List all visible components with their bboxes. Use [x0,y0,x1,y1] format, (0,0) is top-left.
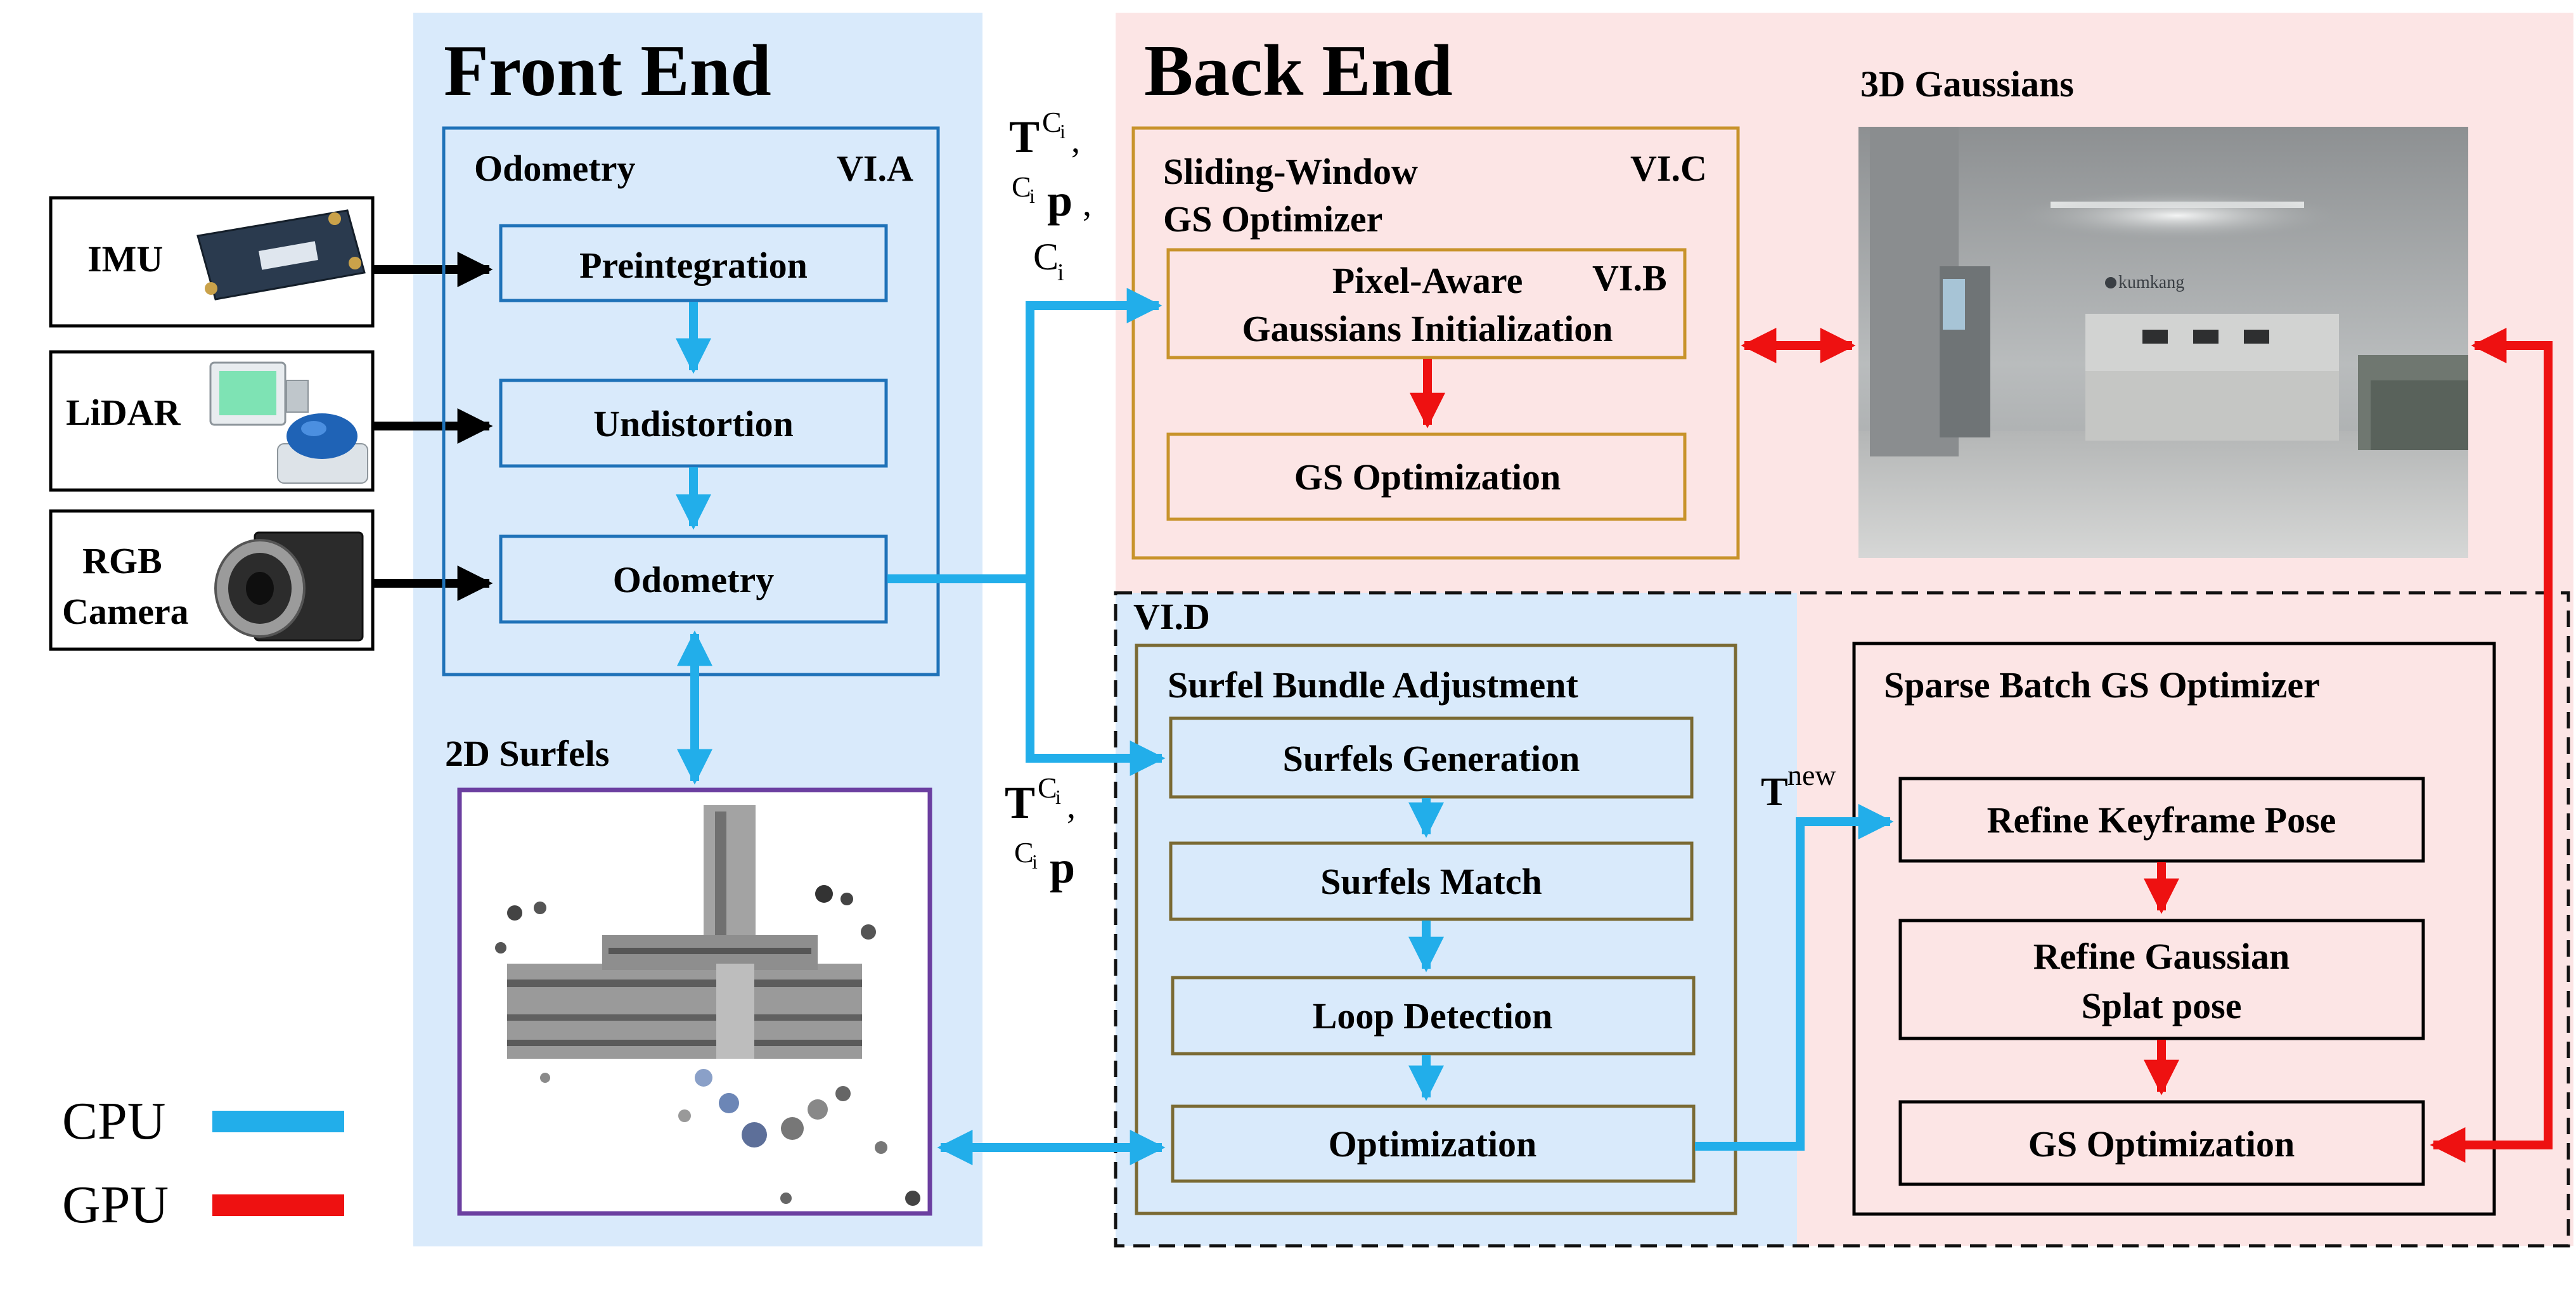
sliding-window-ref: VI.C [1630,148,1707,189]
sparse-batch-title: Sparse Batch GS Optimizer [1884,664,2320,706]
pixel-aware-ref: VI.B [1592,257,1667,299]
refine-gaussian-box [1898,919,2425,1040]
pixel-aware-label-1: Pixel-Aware [1332,260,1523,301]
T-symbol: T [1009,112,1040,162]
T-new-symbol: T [1761,769,1788,814]
comma-1: , [1071,121,1080,160]
i-camera: i [1057,259,1064,286]
odometry-module-title: Odometry [474,148,636,189]
vi-d-label: VI.D [1133,596,1210,637]
undistortion-label: Undistortion [593,403,794,444]
refine-keyframe-label: Refine Keyframe Pose [1987,799,2336,841]
vi-d-dashed-border [1114,591,2570,1248]
imu-sensor: IMU [49,196,375,328]
i-subscript: i [1060,120,1066,143]
gaussians-3d-title: 3D Gaussians [1860,63,2074,105]
odometry-to-sliding-window-arrow [1026,288,1162,579]
i-prescript-2: i [1032,850,1038,873]
back-end-title: Back End [1144,30,1453,112]
camera-device-icon [214,531,364,642]
surfels-generation-box [1169,716,1694,799]
loop-detection-label: Loop Detection [1313,995,1553,1037]
pose-label-top: T C i , C i p , C i [1009,106,1092,286]
p-symbol-2: p [1050,842,1075,893]
surfel-ba-module [1135,643,1737,1215]
lidar-device-icon [209,361,368,484]
pixel-aware-label-2: Gaussians Initialization [1242,308,1613,349]
sb-gs-optimization-box [1898,1100,2425,1186]
surfels-2d-title: 2D Surfels [445,733,609,774]
undistortion-box [499,378,888,468]
legend-cpu-label: CPU [62,1092,165,1151]
rgb-label: RGB [82,540,162,581]
surfels-generation-label: Surfels Generation [1283,738,1580,779]
preintegration-label: Preintegration [579,245,808,286]
odometry-box [499,534,888,624]
ba-optimization-box [1171,1104,1696,1183]
rgb-camera-sensor: RGB Camera [49,509,375,651]
imu-device-icon [196,209,366,301]
refine-keyframe-box [1898,777,2425,863]
odometry-module-ref: VI.A [837,148,913,189]
odometry-box-label: Odometry [613,559,775,600]
gaussians-to-sparse-gsopt-arrow [2430,328,2553,1163]
refine-gaussian-label-1: Refine Gaussian [2033,936,2289,977]
sw-gs-optimization-box [1166,432,1687,521]
gaussians-3d-image: kumkang [1858,127,2468,558]
sliding-window-module [1131,126,1740,560]
C-camera: C [1033,236,1059,278]
surfel-point-cloud [495,805,920,1206]
refine-gaussian-label-2: Splat pose [2081,985,2241,1026]
sliding-window-title-2: GS Optimizer [1163,198,1382,240]
loop-detection-box [1171,976,1696,1056]
comma-3: , [1067,787,1076,826]
legend: CPU GPU [62,1092,344,1234]
lidar-sensor: LiDAR [49,350,375,492]
comma-2: , [1083,184,1092,224]
sb-gs-optimization-label: GS Optimization [2028,1123,2295,1165]
i-prescript: i [1029,184,1035,207]
T-symbol-2: T [1005,777,1035,828]
surfels-match-box [1169,841,1694,921]
ba-to-refine-keyframe-arrow [1695,804,1894,1151]
sw-gs-optimization-label: GS Optimization [1294,456,1561,498]
imu-label: IMU [87,238,163,280]
p-symbol: p [1047,175,1072,226]
surfels-match-label: Surfels Match [1320,861,1542,902]
lidar-label: LiDAR [66,392,181,433]
front-end-title: Front End [444,30,771,112]
scene-logo: kumkang [2118,273,2184,292]
sliding-window-title-1: Sliding-Window [1163,151,1418,192]
odometry-to-surfel-generation-arrow [1026,579,1166,776]
legend-cpu-swatch [212,1111,344,1132]
C-superscript-2: C [1038,772,1057,804]
legend-gpu-label: GPU [62,1175,169,1234]
t-new-label: T new [1761,759,1836,814]
legend-gpu-swatch [212,1194,344,1216]
surfel-ba-title: Surfel Bundle Adjustment [1168,664,1578,706]
pose-label-bottom: T C i , C i p [1005,772,1076,893]
ba-optimization-label: Optimization [1329,1123,1537,1165]
camera-label: Camera [62,591,189,632]
C-superscript: C [1042,106,1062,138]
pixel-aware-box [1166,248,1687,359]
preintegration-box [499,224,888,302]
C-prescript: C [1012,171,1031,203]
new-superscript: new [1787,759,1836,791]
i-subscript-2: i [1055,786,1061,808]
C-prescript-2: C [1014,836,1034,869]
